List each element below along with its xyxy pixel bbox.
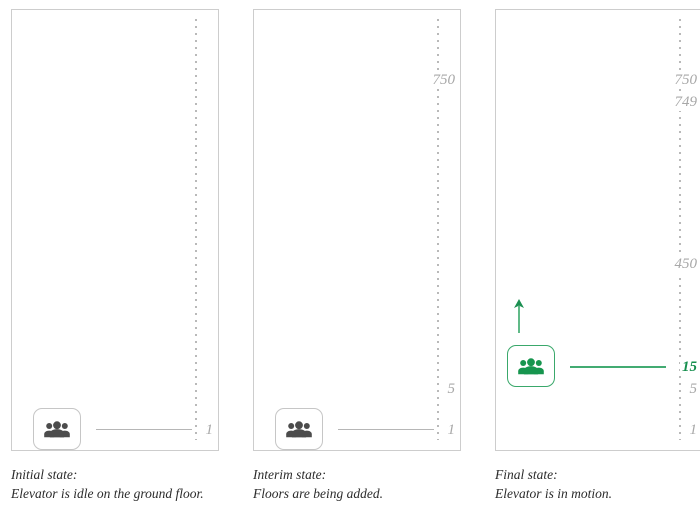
caption-text: Floors are being added. bbox=[253, 486, 383, 501]
elevator-car[interactable] bbox=[507, 345, 555, 387]
floor-label-current: 15 bbox=[680, 359, 698, 376]
caption-title: Final state: bbox=[495, 467, 558, 482]
panel-final: 750 749 450 15 5 1 bbox=[495, 0, 700, 524]
panel-interim: 750 5 1 bbox=[253, 0, 463, 524]
floor-label: 749 bbox=[672, 94, 698, 111]
floor-label: 1 bbox=[203, 422, 214, 439]
caption-title: Initial state: bbox=[11, 467, 78, 482]
panel-initial: 1 I bbox=[11, 0, 221, 524]
car-to-floor-connector bbox=[338, 429, 434, 430]
caption-title: Interim state: bbox=[253, 467, 327, 482]
elevator-shaft-dotted-line bbox=[195, 19, 197, 440]
floor-label: 1 bbox=[687, 422, 698, 439]
caption-text: Elevator is idle on the ground floor. bbox=[11, 486, 204, 501]
panel-caption-initial: Initial state: Elevator is idle on the g… bbox=[11, 465, 221, 503]
floor-label: 750 bbox=[430, 72, 456, 89]
panel-caption-final: Final state: Elevator is in motion. bbox=[495, 465, 700, 503]
people-group-icon bbox=[44, 420, 70, 438]
elevator-shaft-dotted-line bbox=[437, 19, 439, 440]
caption-text: Elevator is in motion. bbox=[495, 486, 612, 501]
panel-frame-final: 750 749 450 15 5 1 bbox=[495, 9, 700, 451]
floor-label: 1 bbox=[445, 422, 456, 439]
floor-label: 5 bbox=[445, 381, 456, 398]
floor-label: 450 bbox=[672, 256, 698, 273]
people-group-icon bbox=[286, 420, 312, 438]
panel-caption-interim: Interim state: Floors are being added. bbox=[253, 465, 463, 503]
car-to-floor-connector bbox=[96, 429, 192, 430]
panel-frame-initial: 1 bbox=[11, 9, 219, 451]
elevator-car[interactable] bbox=[33, 408, 81, 450]
elevator-shaft-dotted-line bbox=[679, 19, 681, 440]
up-arrow-icon bbox=[508, 297, 530, 338]
floor-label: 5 bbox=[687, 381, 698, 398]
people-group-icon bbox=[518, 357, 544, 375]
panel-frame-interim: 750 5 1 bbox=[253, 9, 461, 451]
floor-label: 750 bbox=[672, 72, 698, 89]
elevator-car[interactable] bbox=[275, 408, 323, 450]
car-to-floor-connector bbox=[570, 366, 666, 368]
